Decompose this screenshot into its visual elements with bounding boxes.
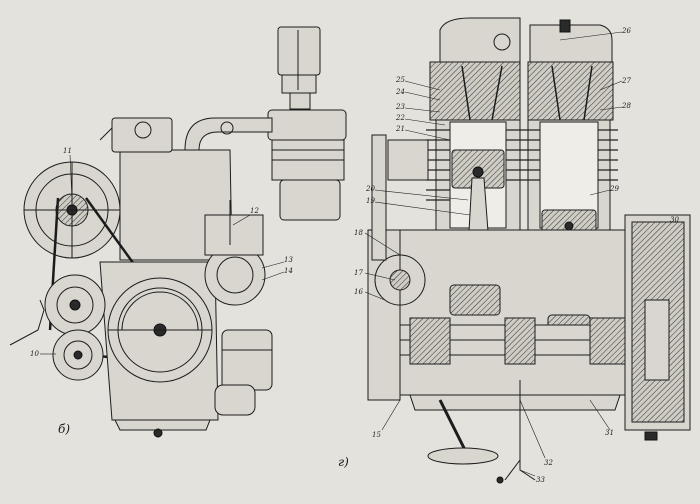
callout-25: 25 <box>395 76 405 84</box>
flywheel <box>624 214 691 431</box>
callout-22: 22 <box>395 114 405 122</box>
callout-21: 21 <box>395 125 405 133</box>
cooling-fan <box>23 161 121 259</box>
callout-20: 20 <box>365 185 375 193</box>
oil-pickup <box>438 399 467 451</box>
intake-pipe <box>184 117 273 151</box>
callout-12: 12 <box>250 207 259 215</box>
callout-11: 11 <box>63 147 72 155</box>
generator <box>44 274 106 336</box>
left-view-caption: б) <box>58 422 70 436</box>
cylinder-head-right <box>527 61 614 121</box>
callout-32: 32 <box>544 459 553 467</box>
rocker-cover-right <box>529 24 613 63</box>
lower-pulley <box>52 329 104 381</box>
right-view-caption: г) <box>338 455 349 469</box>
callout-16: 16 <box>354 288 363 296</box>
callout-23: 23 <box>395 103 405 111</box>
callout-33: 33 <box>536 476 545 484</box>
callout-14: 14 <box>284 267 293 275</box>
front-pulley <box>367 229 426 401</box>
crankcase <box>394 229 631 396</box>
oil-pan <box>114 419 211 431</box>
callout-13: 13 <box>284 256 293 264</box>
callout-24: 24 <box>395 88 405 96</box>
rocker-cover-left <box>439 17 521 63</box>
callout-10: 10 <box>30 350 39 358</box>
crankshaft-pulley <box>107 277 213 383</box>
left-engine-view: 11 12 13 14 10 б) <box>9 26 347 438</box>
oil-sump <box>409 394 621 411</box>
pushrod-tube <box>371 134 387 261</box>
cylinder-head-left <box>429 61 521 121</box>
starter-motor <box>214 329 273 416</box>
crankshaft <box>379 317 641 365</box>
air-filter <box>267 26 347 221</box>
callout-27: 27 <box>621 77 631 85</box>
callout-19: 19 <box>366 197 375 205</box>
callout-29: 29 <box>609 185 619 193</box>
cooling-fins <box>426 129 618 201</box>
callout-26: 26 <box>621 27 631 35</box>
callout-31: 31 <box>605 429 614 437</box>
callout-17: 17 <box>354 269 363 277</box>
callout-18: 18 <box>354 229 363 237</box>
callout-28: 28 <box>621 102 631 110</box>
right-engine-section: 26 27 28 25 24 23 22 21 20 19 29 30 18 1… <box>338 17 691 484</box>
callout-30: 30 <box>670 216 679 224</box>
carburettor <box>204 200 266 306</box>
callout-15: 15 <box>372 431 381 439</box>
